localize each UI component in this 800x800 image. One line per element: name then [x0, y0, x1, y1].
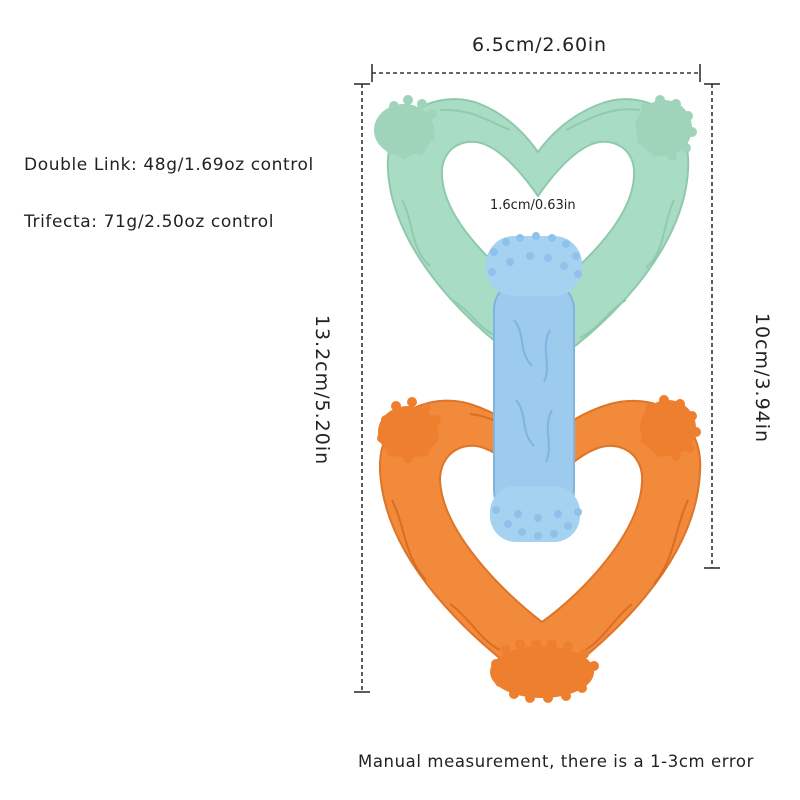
orange-nub-cluster-right [640, 395, 701, 461]
mint-nub-cluster-left [374, 95, 437, 159]
orange-nub-cluster-bottom [490, 639, 599, 703]
blue-link-toy [486, 232, 582, 542]
total-height-dimension-label: 13.2cm/5.20in [311, 314, 333, 466]
double-link-weight-label: Double Link: 48g/1.69oz control [24, 155, 314, 175]
blue-link-nubs [488, 232, 582, 540]
width-dimension-label: 6.5cm/2.60in [472, 34, 607, 56]
heart-height-dimension-label: 10cm/3.94in [751, 312, 773, 444]
link-width-dimension-label: 1.6cm/0.63in [490, 198, 576, 213]
mint-nub-cluster-right [635, 95, 697, 161]
measurement-note: Manual measurement, there is a 1-3cm err… [358, 752, 754, 771]
trifecta-weight-label: Trifecta: 71g/2.50oz control [24, 212, 275, 232]
orange-nub-cluster-left [377, 397, 441, 463]
